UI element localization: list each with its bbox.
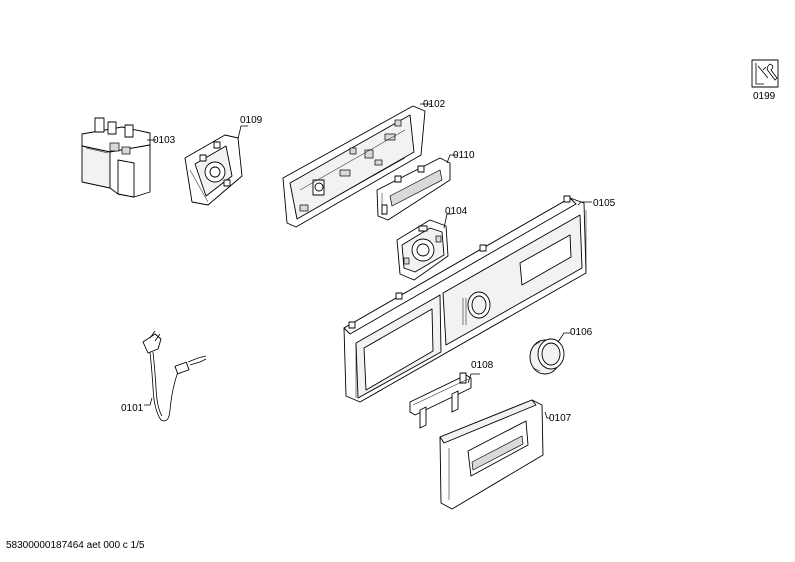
label-0107: 0107 <box>549 413 572 424</box>
label-0101: 0101 <box>121 403 144 414</box>
label-0103: 0103 <box>153 135 176 146</box>
part-0106-selector-knob[interactable] <box>529 338 565 375</box>
part-0105-control-panel[interactable] <box>343 195 587 403</box>
part-0110-display-module[interactable] <box>376 157 451 221</box>
part-0103-filter-block[interactable] <box>81 117 151 198</box>
label-0102: 0102 <box>423 99 446 110</box>
part-0199-service-icon[interactable] <box>751 59 779 88</box>
part-0107-drawer-handle[interactable] <box>439 399 544 510</box>
label-0110: 0110 <box>453 150 475 161</box>
part-0101-power-cord[interactable] <box>142 330 207 422</box>
label-0109: 0109 <box>240 115 263 126</box>
part-0102-control-pcb[interactable] <box>282 105 426 228</box>
drawing-number: 58300000187464 aet 000 c 1/5 <box>6 540 145 551</box>
label-0199: 0199 <box>753 91 776 102</box>
part-0108-holder-clip[interactable] <box>409 372 472 429</box>
label-0105: 0105 <box>593 198 616 209</box>
label-0108: 0108 <box>471 360 494 371</box>
part-0104-selector-module[interactable] <box>396 219 449 281</box>
label-0106: 0106 <box>570 327 593 338</box>
part-0109-bracket[interactable] <box>184 134 243 206</box>
label-0104: 0104 <box>445 206 468 217</box>
